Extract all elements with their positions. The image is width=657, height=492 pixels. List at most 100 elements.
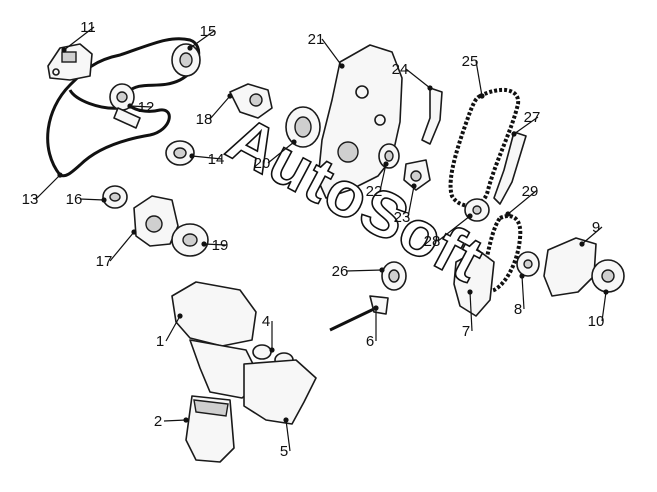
callout-leader-9 xyxy=(581,226,603,245)
callout-dot-6 xyxy=(373,305,379,311)
callout-24: 24 xyxy=(392,61,433,91)
callout-leader-1 xyxy=(165,315,181,342)
part-24-chain-guide xyxy=(421,87,443,145)
callout-dot-16 xyxy=(101,197,107,203)
callout-29: 29 xyxy=(505,183,538,217)
callout-dot-21 xyxy=(339,63,345,69)
part-6-sensor xyxy=(329,295,389,332)
callout-dot-14 xyxy=(189,153,195,159)
callout-number-22: 22 xyxy=(366,183,383,200)
callout-number-15: 15 xyxy=(200,23,217,40)
callout-number-26: 26 xyxy=(332,263,349,280)
callout-20: 20 xyxy=(254,139,297,172)
callout-number-12: 12 xyxy=(138,99,155,116)
callout-number-29: 29 xyxy=(522,183,539,200)
callout-dot-17 xyxy=(131,229,137,235)
part-26-ring xyxy=(381,261,407,291)
callout-number-10: 10 xyxy=(588,313,605,330)
callout-leader-24 xyxy=(405,68,431,89)
callout-number-20: 20 xyxy=(254,155,271,172)
part-14-pulley xyxy=(165,140,195,166)
callout-dot-29 xyxy=(505,211,511,217)
callout-21: 21 xyxy=(308,31,345,69)
callout-number-6: 6 xyxy=(366,333,374,350)
callout-number-25: 25 xyxy=(462,53,479,70)
part-18-water-pump xyxy=(229,83,273,119)
callout-17: 17 xyxy=(96,229,137,270)
part-10-oil-pump-rotor xyxy=(591,259,625,293)
callout-dot-28 xyxy=(467,213,473,219)
callout-14: 14 xyxy=(189,151,224,168)
callout-number-19: 19 xyxy=(212,237,229,254)
callout-15: 15 xyxy=(187,23,216,51)
callout-12: 12 xyxy=(127,99,154,116)
callout-leader-25 xyxy=(475,60,483,97)
callout-dot-25 xyxy=(479,93,485,99)
callout-leader-2 xyxy=(163,419,187,422)
callout-number-17: 17 xyxy=(96,253,113,270)
callout-leader-19 xyxy=(203,243,227,246)
callout-dot-8 xyxy=(519,273,525,279)
callout-number-18: 18 xyxy=(196,111,213,128)
callout-25: 25 xyxy=(462,53,485,99)
callout-dot-4 xyxy=(269,347,275,353)
callout-number-7: 7 xyxy=(462,323,470,340)
callout-number-1: 1 xyxy=(156,333,164,350)
part-20-crank-pulley xyxy=(285,106,321,148)
callout-leader-23 xyxy=(407,185,415,218)
callout-dot-22 xyxy=(383,161,389,167)
callout-18: 18 xyxy=(196,93,233,128)
part-22-seal xyxy=(378,143,400,169)
callout-dot-11 xyxy=(61,47,67,53)
callout-leader-13 xyxy=(35,174,61,200)
callout-dot-15 xyxy=(187,45,193,51)
callout-dot-7 xyxy=(467,289,473,295)
callout-dot-2 xyxy=(183,417,189,423)
callout-16: 16 xyxy=(66,191,107,208)
part-29-oil-pump-chain xyxy=(482,214,523,293)
callout-5: 5 xyxy=(280,417,291,460)
callout-dot-5 xyxy=(283,417,289,423)
callout-26: 26 xyxy=(332,263,385,280)
callout-dot-10 xyxy=(603,289,609,295)
callout-leader-15 xyxy=(189,30,215,49)
part-11-mount-bracket xyxy=(47,43,93,81)
callout-leader-21 xyxy=(321,38,343,67)
part-8-sprocket xyxy=(516,251,540,277)
callout-dot-23 xyxy=(411,183,417,189)
callout-leader-29 xyxy=(507,190,537,215)
callout-6: 6 xyxy=(366,305,379,350)
part-9-oil-pump-housing xyxy=(543,237,597,297)
callout-leader-7 xyxy=(469,291,473,332)
callout-leader-16 xyxy=(79,198,105,201)
callout-number-16: 16 xyxy=(66,191,83,208)
callout-leader-10 xyxy=(601,291,607,322)
callout-number-21: 21 xyxy=(308,31,325,48)
callout-dot-24 xyxy=(427,85,433,91)
callout-number-23: 23 xyxy=(394,209,411,226)
callout-leader-11 xyxy=(63,26,95,51)
callout-1: 1 xyxy=(156,313,183,350)
callout-number-5: 5 xyxy=(280,443,288,460)
callout-leader-18 xyxy=(209,95,231,120)
callout-number-11: 11 xyxy=(80,19,96,36)
callout-13: 13 xyxy=(22,172,63,208)
callout-28: 28 xyxy=(424,213,473,250)
part-15-idler-pulley xyxy=(171,43,201,77)
part-19-cover xyxy=(171,223,209,257)
callout-8: 8 xyxy=(514,273,525,318)
callout-9: 9 xyxy=(579,219,603,247)
callout-11: 11 xyxy=(61,19,96,53)
callout-number-27: 27 xyxy=(524,109,541,126)
callout-dot-12 xyxy=(127,103,133,109)
callout-dot-9 xyxy=(579,241,585,247)
callout-leader-17 xyxy=(109,231,135,262)
callout-number-8: 8 xyxy=(514,301,522,318)
callout-number-28: 28 xyxy=(424,233,441,250)
callout-leader-20 xyxy=(267,141,295,164)
callout-leader-8 xyxy=(521,275,525,310)
callout-dot-27 xyxy=(511,131,517,137)
callout-dot-26 xyxy=(379,267,385,273)
